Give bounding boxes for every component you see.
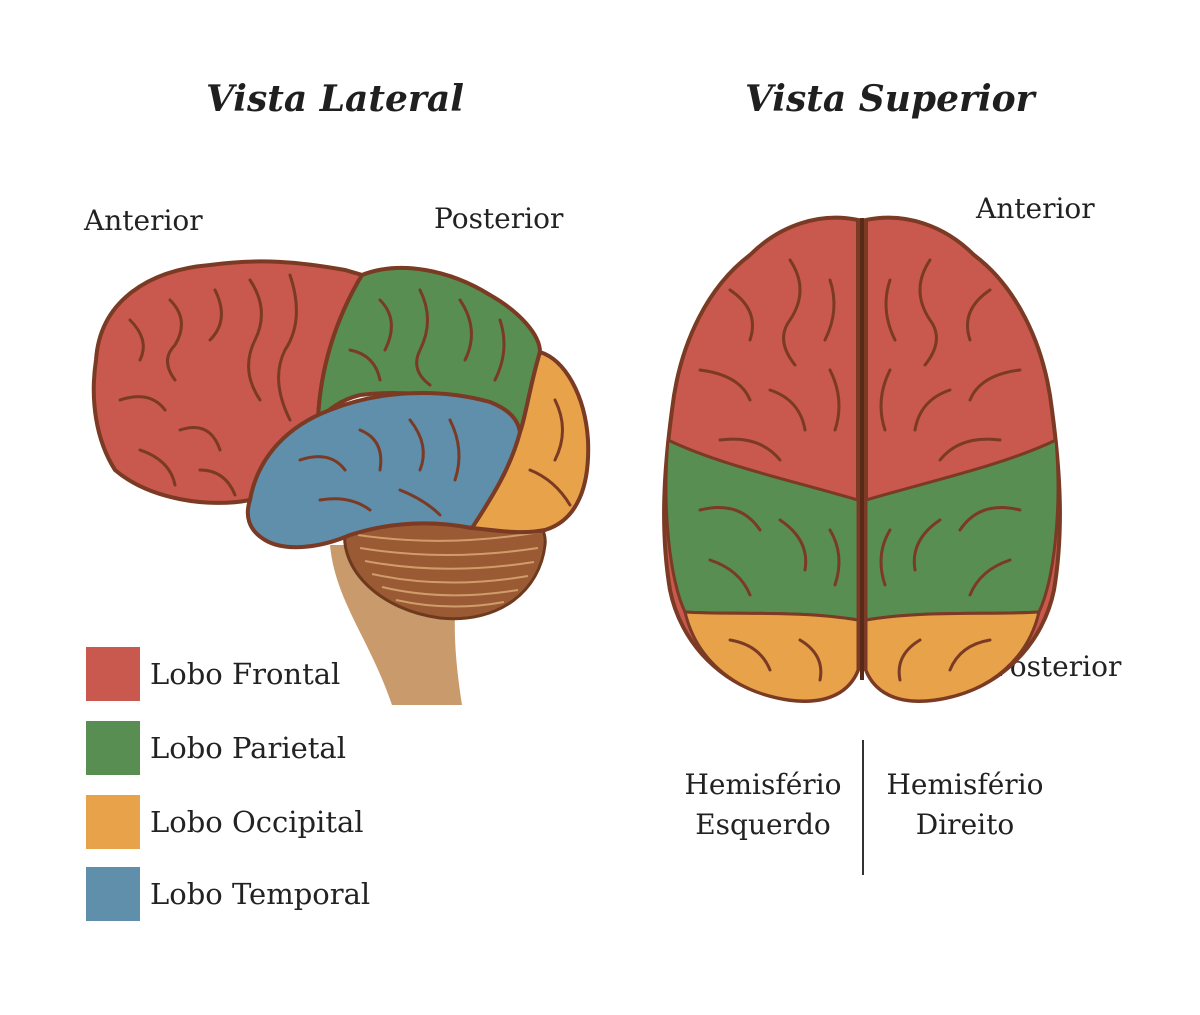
superior-anterior-label: Anterior (976, 192, 1095, 225)
legend-label-parietal: Lobo Parietal (150, 731, 346, 765)
lateral-anterior-label: Anterior (84, 204, 203, 237)
right-hemisphere-line1: Hemisfério (886, 768, 1044, 801)
superior-occipital-right (864, 610, 1041, 703)
right-hemisphere-label: Hemisfério Direito (870, 765, 1060, 845)
hemisphere-divider (862, 740, 864, 875)
left-hemisphere-label: Hemisfério Esquerdo (668, 765, 858, 845)
legend-swatch-occipital (86, 795, 140, 849)
legend-swatch-parietal (86, 721, 140, 775)
legend-label-frontal: Lobo Frontal (150, 657, 341, 691)
lateral-view-title: Vista Lateral (206, 78, 464, 120)
left-hemisphere-line1: Hemisfério (684, 768, 842, 801)
legend-label-temporal: Lobo Temporal (150, 877, 371, 911)
legend-swatch-frontal (86, 647, 140, 701)
right-hemisphere-line2: Direito (915, 808, 1015, 841)
lateral-brain-illustration (91, 259, 591, 705)
lateral-posterior-label: Posterior (434, 202, 564, 235)
superior-view-title: Vista Superior (745, 78, 1035, 120)
superior-brain-illustration (662, 215, 1062, 703)
temporal-lobe (245, 391, 523, 550)
left-hemisphere-line2: Esquerdo (695, 808, 831, 841)
superior-occipital-left (683, 610, 860, 703)
legend-label-occipital: Lobo Occipital (150, 805, 364, 839)
legend-swatch-temporal (86, 867, 140, 921)
